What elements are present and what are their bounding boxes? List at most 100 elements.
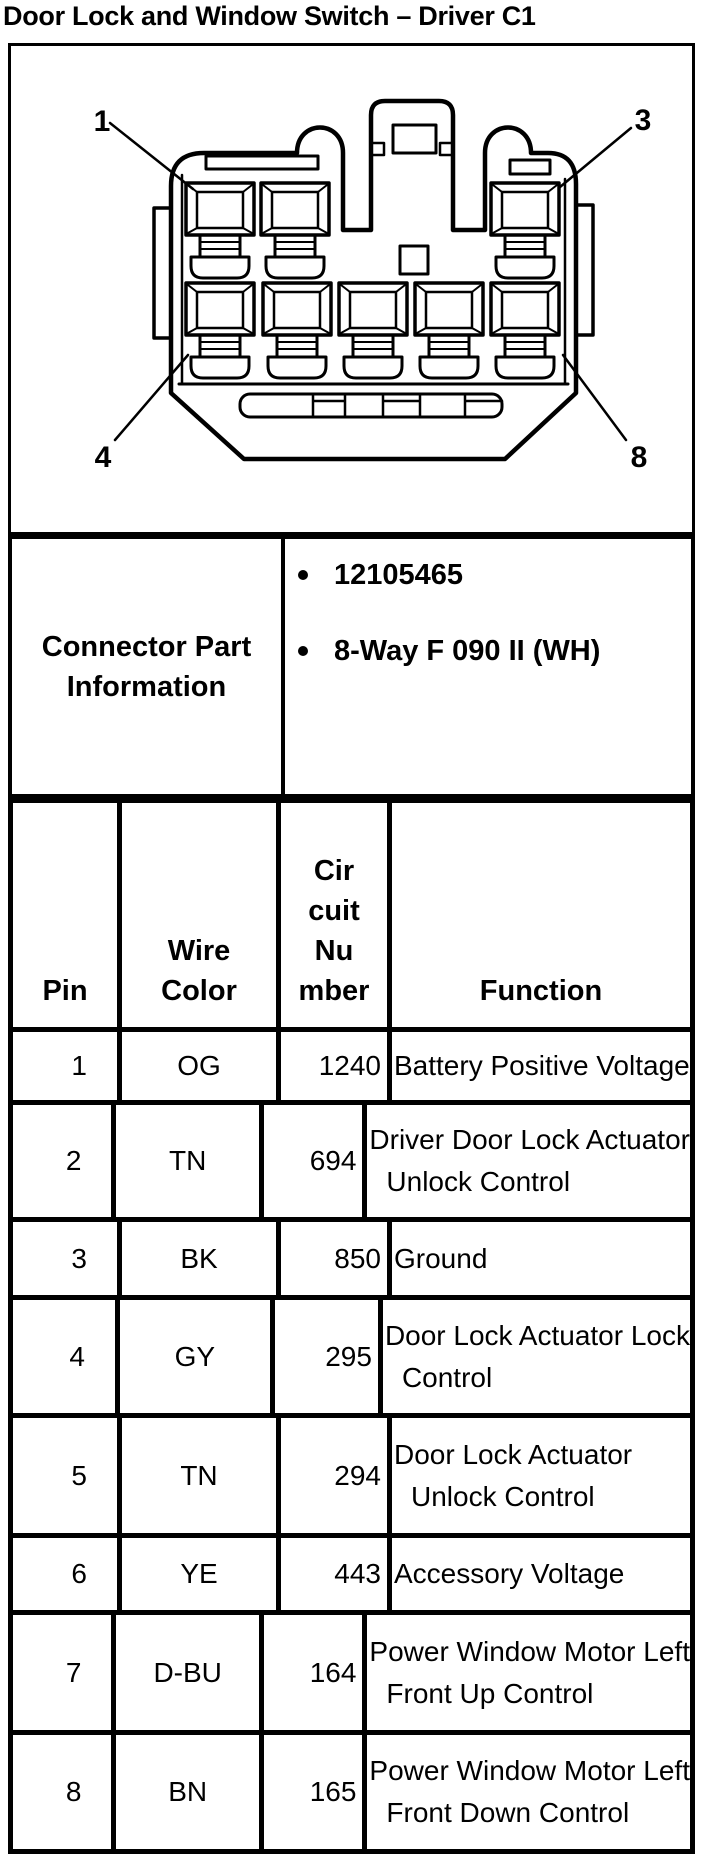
function-line: Door Lock Actuator [394, 1438, 633, 1470]
terminal-shape [492, 184, 558, 234]
function-line: Power Window Motor Left [369, 1755, 690, 1786]
terminal-shape [340, 284, 406, 334]
left-top-window [204, 154, 320, 171]
part-number-item: 12105465 [298, 555, 463, 595]
pin-cell: 5 [13, 1418, 122, 1533]
circuit-number-cell: 295 [275, 1300, 383, 1413]
circuit-number-cell: 294 [281, 1418, 392, 1533]
terminal-shape [264, 284, 330, 334]
pin-cell: 3 [13, 1222, 122, 1295]
terminal-shape [195, 190, 245, 230]
pin-label-4: 4 [95, 441, 112, 474]
leader-line-1 [108, 121, 195, 191]
function-line: Unlock Control [411, 1480, 595, 1512]
pin-cell: 7 [13, 1615, 117, 1730]
circuit-number-cell: 165 [264, 1735, 368, 1849]
connector-body-outline [168, 98, 579, 462]
terminal-shape [198, 233, 242, 259]
leader-line-8 [561, 353, 628, 442]
pin-cell: 8 [13, 1735, 117, 1849]
part-info-divider [281, 539, 285, 794]
pin-label-1: 1 [94, 105, 111, 138]
header-wire-color: Wire Color [122, 803, 281, 1027]
terminal-shape [348, 290, 398, 330]
pin-cell: 4 [13, 1300, 120, 1413]
bullet-icon [298, 646, 308, 656]
terminal-shape [189, 255, 251, 280]
terminal-shape [189, 355, 251, 380]
terminal-shape [274, 241, 316, 250]
terminal-shape [276, 341, 318, 350]
part-info-header-line1: Connector Part [41, 630, 252, 663]
connector-drawing: 1 3 4 8 [94, 98, 652, 474]
pin-label-3: 3 [635, 104, 652, 137]
function-cell: Ground [392, 1222, 690, 1295]
terminal-shape [428, 341, 470, 350]
pinout-header-row: Pin Wire Color Cir cuit Nu mber Function [13, 803, 690, 1032]
terminal-shape [500, 290, 550, 330]
terminal-shape [351, 333, 395, 359]
terminal-shape [424, 290, 474, 330]
terminal-shape [418, 355, 480, 380]
terminal-shape [352, 341, 394, 350]
circuit-number-cell: 164 [264, 1615, 368, 1730]
circuit-number-cell: 443 [281, 1538, 392, 1610]
wire-color-cell: TN [116, 1105, 264, 1217]
terminal-shape [198, 333, 242, 359]
terminal-shape [503, 333, 547, 359]
terminal-shape [266, 355, 328, 380]
header-function: Function [479, 975, 603, 1007]
pin-cell: 2 [13, 1105, 117, 1217]
terminal-shape [264, 255, 326, 280]
wire-color-cell: BK [122, 1222, 281, 1295]
connector-diagram: 1 3 4 8 [8, 43, 695, 535]
wire-color-cell: BN [116, 1735, 264, 1849]
lock-tab-notch-right [438, 141, 455, 157]
right-top-window [508, 158, 552, 176]
pinout-table: Pin Wire Color Cir cuit Nu mber Function… [8, 798, 695, 1854]
leader-line-4 [113, 353, 190, 442]
lock-tab-inner [391, 123, 438, 155]
header-circuit-number: Cir cuit Nu mber [281, 803, 392, 1027]
connector-part-info-table: Connector Part Information 12105465 8-Wa… [8, 535, 695, 798]
lock-tab-notch-left [369, 141, 386, 157]
terminal-shape [195, 290, 245, 330]
circuit-number-cell: 850 [281, 1222, 392, 1295]
function-line: Accessory Voltage [394, 1558, 625, 1589]
center-index-square [398, 244, 430, 276]
page-title: Door Lock and Window Switch – Driver C1 [3, 1, 536, 31]
terminal-shape [494, 255, 556, 280]
circuit-number-cell: 694 [264, 1105, 368, 1217]
terminal-shape [416, 284, 482, 334]
bottom-skirt [238, 392, 504, 419]
terminal-shape [494, 355, 556, 380]
part-info-header-line2: Information [66, 670, 227, 703]
terminal-shape [262, 184, 328, 234]
terminal-shape [187, 284, 253, 334]
part-number: 12105465 [334, 558, 464, 591]
terminal-shape [504, 341, 546, 350]
bullet-icon [298, 570, 308, 580]
function-line: Unlock Control [386, 1166, 571, 1197]
part-info-header: Connector Part Information [12, 539, 281, 794]
terminal-shape [275, 333, 319, 359]
terminal-cavities [184, 181, 561, 380]
circuit-number-cell: 1240 [281, 1032, 392, 1100]
function-line: Power Window Motor Left [369, 1635, 690, 1667]
terminal-shape [199, 341, 241, 350]
function-line: Driver Door Lock Actuator [369, 1124, 690, 1155]
wire-color-cell: GY [120, 1300, 275, 1413]
skirt-dividers [311, 392, 504, 419]
